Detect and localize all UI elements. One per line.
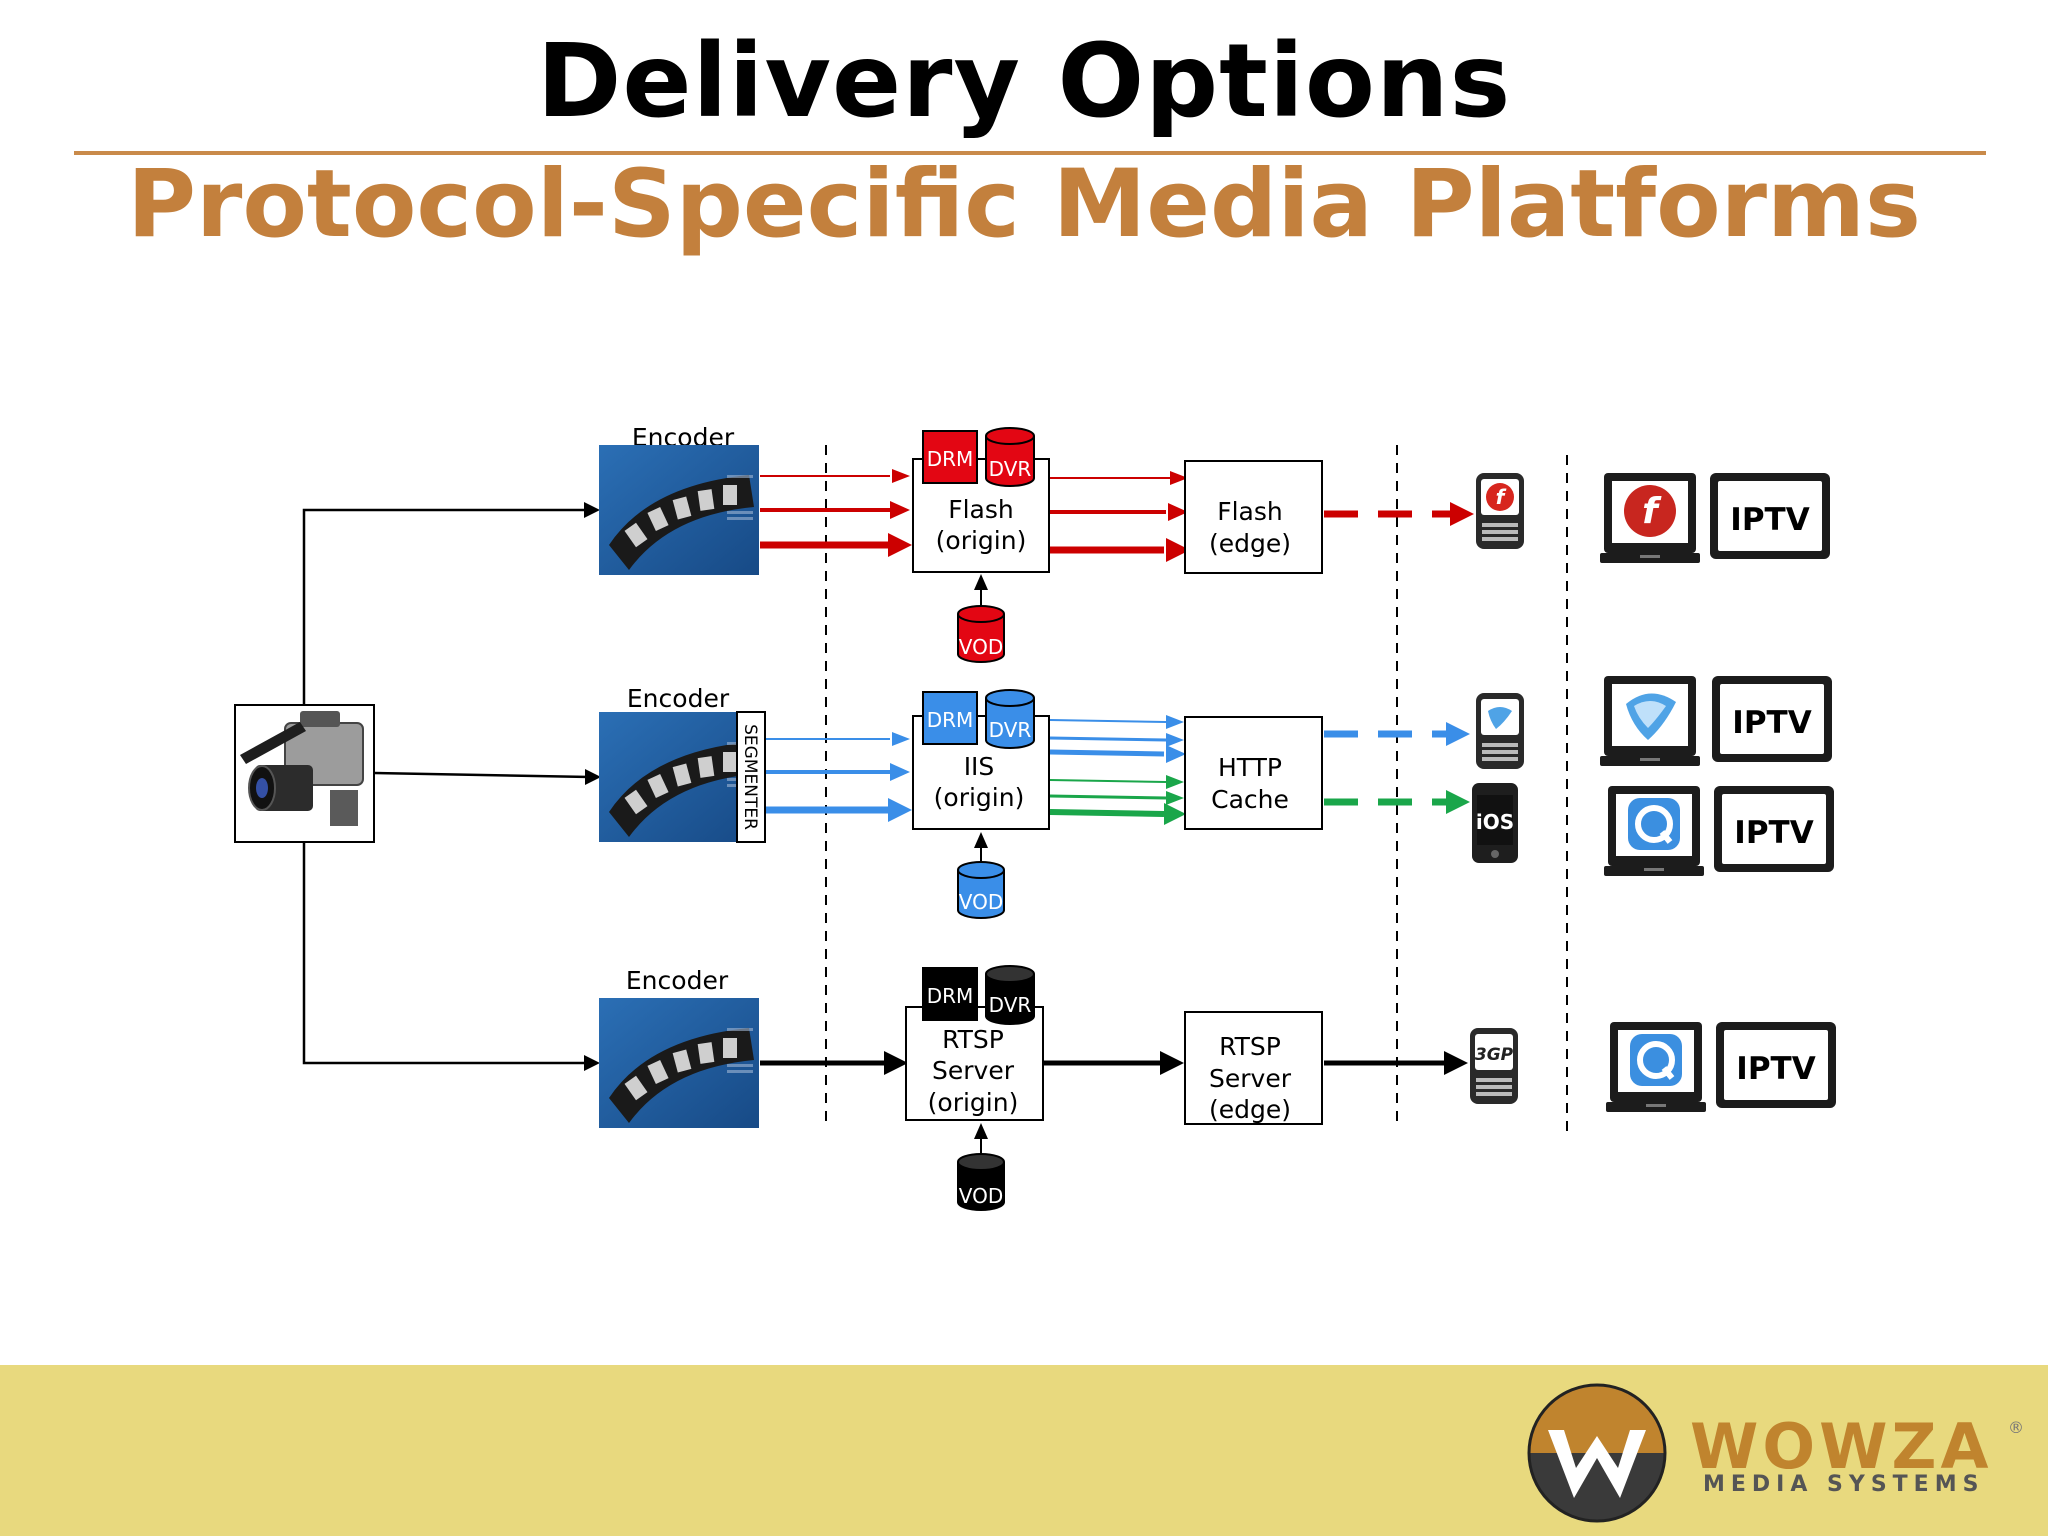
svg-text:iOS: iOS xyxy=(1476,810,1514,834)
film-reel-icon xyxy=(599,712,759,842)
rtsp-streams xyxy=(760,1051,1468,1075)
rtsp-dvr-cylinder: DVR xyxy=(985,965,1035,1025)
encoder-label: Encoder xyxy=(627,684,730,713)
mobile-phone-icon: 3GP xyxy=(1470,1028,1518,1104)
quicktime-icon xyxy=(1630,1034,1682,1086)
flash-player-icon: f xyxy=(1624,485,1676,537)
footer-band xyxy=(0,1365,2048,1536)
svg-text:Server: Server xyxy=(1209,1064,1292,1093)
svg-text:Server: Server xyxy=(932,1056,1015,1085)
wowza-logo-icon xyxy=(1527,1383,1667,1523)
quicktime-laptop xyxy=(1606,1022,1706,1112)
svg-text:3GP: 3GP xyxy=(1475,1045,1514,1065)
svg-text:VOD: VOD xyxy=(959,1184,1003,1208)
svg-text:RTSP: RTSP xyxy=(942,1025,1004,1054)
svg-text:f: f xyxy=(1642,491,1662,532)
rtsp-edge-box: RTSP Server (edge) xyxy=(1184,1011,1323,1125)
svg-text:(origin): (origin) xyxy=(936,526,1027,555)
svg-text:VOD: VOD xyxy=(959,890,1003,914)
http-vod-cylinder: VOD xyxy=(957,832,1005,919)
delivery-diagram: Encoder Encoder SEGMENTER Encoder xyxy=(234,423,1836,1211)
http-streams-ios xyxy=(1049,775,1470,825)
ios-phone-icon: iOS xyxy=(1472,783,1518,863)
svg-text:(origin): (origin) xyxy=(934,783,1025,812)
rtsp-drm-badge: DRM xyxy=(922,967,978,1021)
svg-text:Flash: Flash xyxy=(1217,497,1283,526)
mobile-phone-icon: f xyxy=(1476,473,1524,549)
svg-text:f: f xyxy=(1496,485,1507,509)
svg-text:(edge): (edge) xyxy=(1209,1095,1291,1124)
svg-text:RTSP: RTSP xyxy=(1219,1032,1281,1061)
svg-text:(origin): (origin) xyxy=(928,1088,1019,1117)
flash-drm-badge: DRM xyxy=(922,430,978,484)
zone-separators xyxy=(825,445,1568,1135)
encoder-flash: Encoder xyxy=(599,423,759,575)
svg-text:IPTV: IPTV xyxy=(1734,815,1813,851)
svg-text:IPTV: IPTV xyxy=(1732,705,1811,741)
http-streams xyxy=(766,715,1470,822)
svg-text:Flash: Flash xyxy=(948,495,1014,524)
silverlight-laptop xyxy=(1600,676,1700,766)
quicktime-laptop xyxy=(1604,786,1704,876)
wowza-registered-mark: ® xyxy=(2008,1418,2024,1437)
svg-text:Cache: Cache xyxy=(1211,785,1289,814)
film-reel-icon xyxy=(599,445,759,575)
svg-text:DVR: DVR xyxy=(989,457,1032,481)
svg-text:DRM: DRM xyxy=(927,708,974,732)
camera-source xyxy=(234,704,375,843)
title-divider xyxy=(74,151,1986,155)
flash-streams xyxy=(760,469,1474,562)
slide-subtitle: Protocol-Specific Media Platforms xyxy=(127,150,1921,259)
quicktime-icon xyxy=(1628,798,1680,850)
segmenter-label: SEGMENTER xyxy=(740,724,760,830)
http-dvr-cylinder: DVR xyxy=(985,689,1035,749)
svg-text:IPTV: IPTV xyxy=(1736,1051,1815,1087)
video-camera-icon xyxy=(240,711,364,826)
flash-player-laptop: f xyxy=(1600,473,1700,563)
http-drm-badge: DRM xyxy=(922,691,978,745)
svg-text:VOD: VOD xyxy=(959,635,1003,659)
svg-text:HTTP: HTTP xyxy=(1218,753,1282,782)
flash-vod-cylinder: VOD xyxy=(957,574,1005,663)
mobile-phone-icon xyxy=(1476,693,1524,769)
encoder-rtsp: Encoder xyxy=(599,966,759,1128)
wowza-wordmark: WOWZA xyxy=(1690,1410,1993,1483)
iptv-tv: IPTV xyxy=(1710,473,1830,559)
camera-connectors xyxy=(302,508,591,1065)
svg-text:IIS: IIS xyxy=(964,752,995,781)
film-reel-icon xyxy=(599,998,759,1128)
svg-text:DVR: DVR xyxy=(989,993,1032,1017)
svg-text:IPTV: IPTV xyxy=(1730,502,1809,538)
svg-text:DRM: DRM xyxy=(927,447,974,471)
iptv-tv: IPTV xyxy=(1716,1022,1836,1108)
svg-text:DVR: DVR xyxy=(989,718,1032,742)
flash-edge-box: Flash (edge) xyxy=(1184,460,1323,574)
rtsp-origin-box: RTSP Server (origin) xyxy=(905,1006,1044,1121)
http-cache-box: HTTP Cache xyxy=(1184,716,1323,830)
silverlight-icon xyxy=(1626,693,1676,740)
encoder-http: Encoder SEGMENTER xyxy=(599,684,766,843)
iptv-tv: IPTV xyxy=(1714,786,1834,872)
iptv-tv: IPTV xyxy=(1712,676,1832,762)
svg-text:(edge): (edge) xyxy=(1209,529,1291,558)
encoder-label: Encoder xyxy=(626,966,729,995)
rtsp-vod-cylinder: VOD xyxy=(957,1123,1005,1211)
slide-title: Delivery Options xyxy=(536,22,1512,141)
wowza-tagline: MEDIA SYSTEMS xyxy=(1703,1472,1985,1497)
flash-dvr-cylinder: DVR xyxy=(985,427,1035,487)
svg-text:DRM: DRM xyxy=(927,984,974,1008)
